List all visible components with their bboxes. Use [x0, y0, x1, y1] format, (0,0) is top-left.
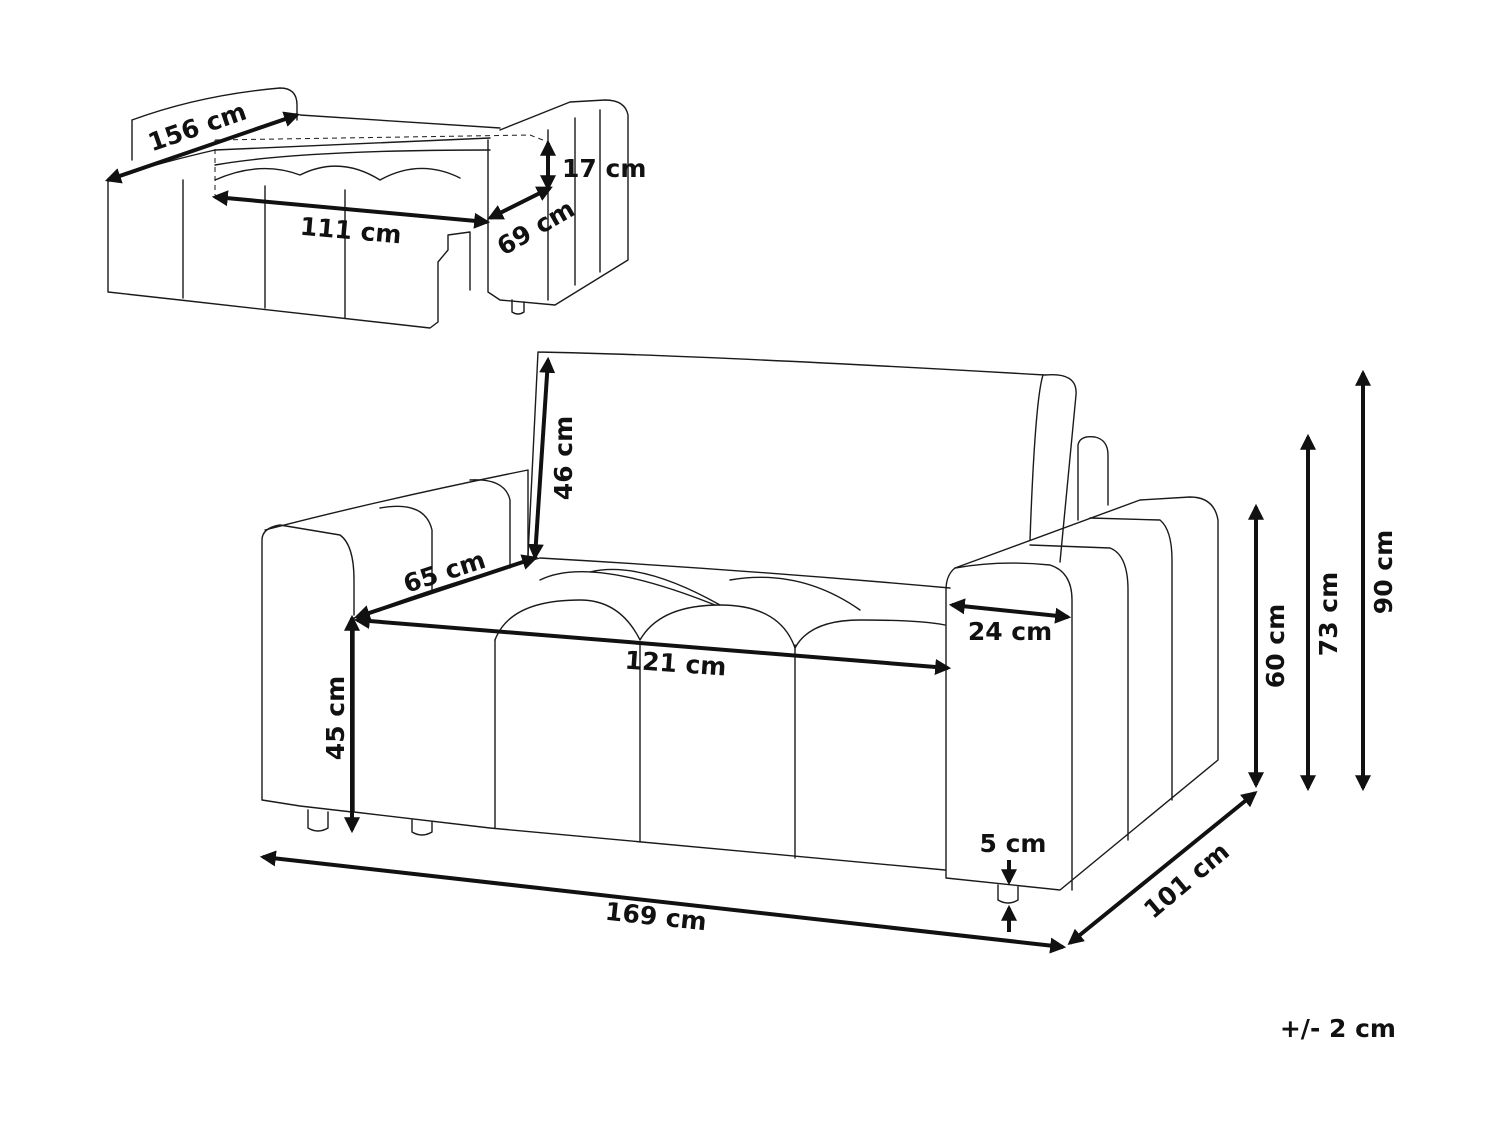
label-seat-height: 45 cm: [321, 676, 350, 760]
label-seat-depth: 65 cm: [400, 545, 489, 599]
label-armrest-width: 24 cm: [968, 617, 1052, 646]
label-mattress-thickness: 17 cm: [562, 154, 646, 183]
label-total-width: 169 cm: [604, 897, 708, 936]
label-armrest-depth-small: 69 cm: [492, 194, 580, 261]
sofa-drawing: [261, 351, 1219, 904]
label-mid-height: 73 cm: [1314, 572, 1343, 656]
label-armrest-height: 60 cm: [1261, 604, 1290, 688]
dimension-arrows: [104, 111, 1371, 954]
label-total-height: 90 cm: [1369, 530, 1398, 614]
label-leg-height: 5 cm: [980, 829, 1047, 858]
arrow-bed-width: [104, 111, 301, 184]
arrow-armrest-width: [948, 598, 1072, 624]
arrow-armrest-depth-small: [487, 186, 553, 220]
arrow-seat-depth: [353, 554, 539, 621]
label-bed-inner-width: 111 cm: [299, 212, 403, 250]
tolerance-note: +/- 2 cm: [1280, 1014, 1396, 1043]
arrow-total-depth: [1067, 790, 1258, 946]
arrow-total-width: [259, 850, 1067, 954]
label-seat-width: 121 cm: [624, 646, 728, 682]
dimension-labels: 156 cm 17 cm 111 cm 69 cm 46 cm 65 cm 12…: [144, 97, 1398, 1043]
label-backrest-height: 46 cm: [549, 416, 578, 500]
arrow-backrest-height: [527, 356, 556, 561]
arrow-bed-inner-width: [211, 190, 491, 229]
arrow-seat-width: [353, 613, 952, 675]
